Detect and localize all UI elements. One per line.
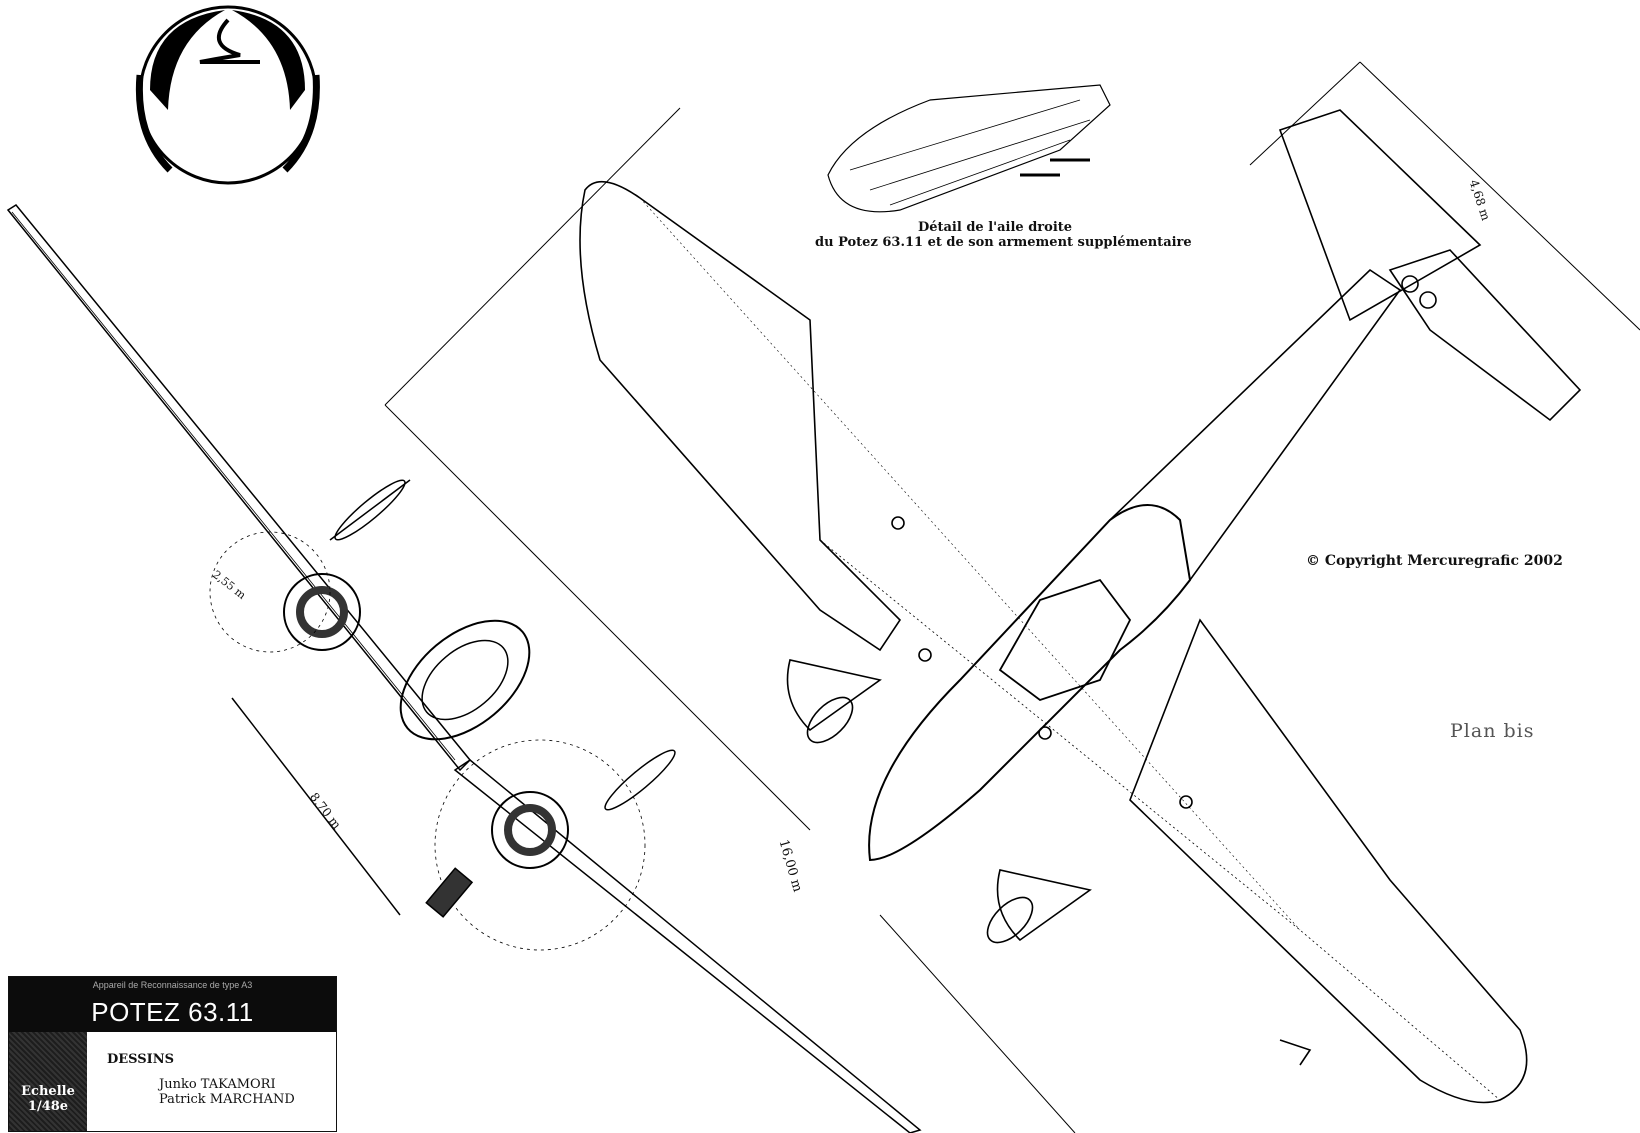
hp-logo xyxy=(135,5,320,185)
title-block: Appareil de Reconnaissance de type A3 PO… xyxy=(8,976,337,1132)
scale-label-word: Echelle xyxy=(21,1084,75,1099)
detail-caption-line-2: du Potez 63.11 et de son armement supplé… xyxy=(815,235,1192,250)
front-view xyxy=(6,204,922,1133)
author-name: Patrick MARCHAND xyxy=(159,1092,295,1107)
plan-label: Plan bis xyxy=(1450,720,1535,742)
author-name: Junko TAKAMORI xyxy=(159,1077,276,1092)
scale-cell: Echelle 1/48e xyxy=(9,1032,87,1131)
copyright-notice: © Copyright Mercuregrafic 2002 xyxy=(1306,553,1563,569)
drawings-label: DESSINS xyxy=(107,1052,175,1067)
detail-caption: Détail de l'aile droite du Potez 63.11 e… xyxy=(815,220,1192,250)
scale-label: Echelle 1/48e xyxy=(9,1084,87,1114)
scale-label-value: 1/48e xyxy=(27,1099,69,1114)
wing-detail-sketch xyxy=(827,84,1111,213)
aircraft-title: POTEZ 63.11 xyxy=(91,997,254,1027)
detail-caption-line-1: Détail de l'aile droite xyxy=(917,220,1073,235)
aircraft-subtitle: Appareil de Reconnaissance de type A3 xyxy=(92,980,253,990)
author-names: Junko TAKAMORI Patrick MARCHAND xyxy=(159,1077,295,1107)
plan-view xyxy=(384,61,1640,1133)
title-block-header: Appareil de Reconnaissance de type A3 PO… xyxy=(9,977,336,1032)
